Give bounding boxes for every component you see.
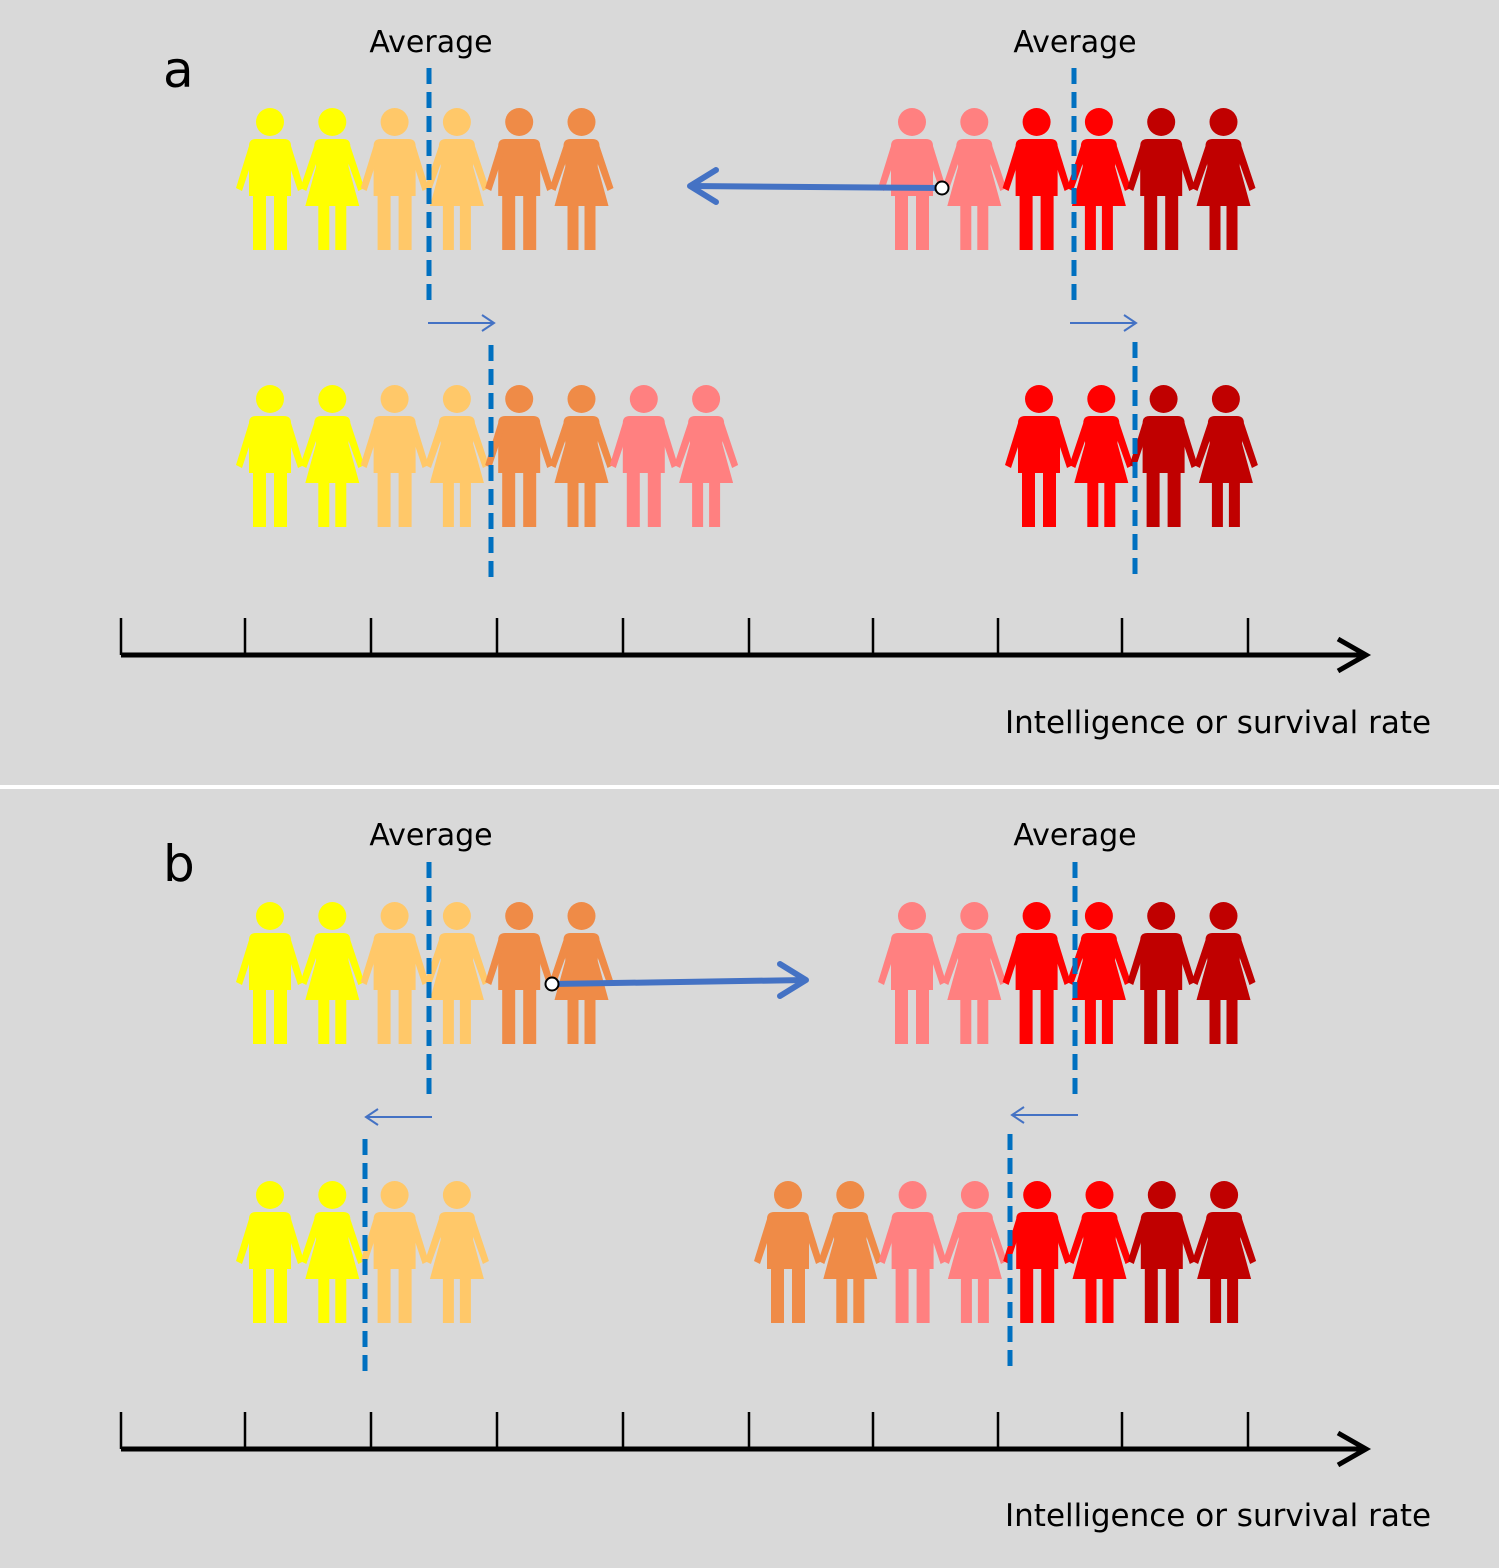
a-shift-arrow-right xyxy=(1070,314,1138,332)
b-top-right-person-3 xyxy=(1066,902,1131,1044)
b-bottom-left-person-2 xyxy=(360,1181,429,1323)
a-top-left-person-4 xyxy=(485,108,554,250)
a-axis xyxy=(119,618,1372,674)
panel-b-average-label-right: Average xyxy=(1013,818,1137,853)
a-bottom-left-person-7 xyxy=(674,385,739,527)
b-top-left-person-2 xyxy=(360,902,429,1044)
panel-b-axis-label: Intelligence or survival rate xyxy=(1005,1498,1432,1534)
a-top-left-person-3 xyxy=(424,108,489,250)
a-bottom-right-person-3 xyxy=(1193,385,1258,527)
b-bottom-right-person-5 xyxy=(1067,1181,1132,1323)
b-bottom-right-person-7 xyxy=(1192,1181,1257,1323)
b-top-left-person-1 xyxy=(300,902,365,1044)
a-bottom-left-person-6 xyxy=(609,385,678,527)
a-top-left-person-5 xyxy=(549,108,614,250)
b-bottom-right-person-2 xyxy=(878,1181,947,1323)
a-bottom-left-person-4 xyxy=(485,385,554,527)
b-bottom-right-person-4 xyxy=(1003,1181,1072,1323)
b-top-right-person-5 xyxy=(1191,902,1256,1044)
a-bottom-right-person-0 xyxy=(1005,385,1073,527)
a-top-right-person-5 xyxy=(1191,108,1256,250)
a-axis-arrowhead xyxy=(1336,636,1372,674)
b-top-right-person-1 xyxy=(942,902,1007,1044)
a-top-right-person-2 xyxy=(1002,108,1071,250)
b-bottom-right-person-0 xyxy=(754,1181,822,1323)
a-top-left-person-1 xyxy=(300,108,365,250)
panel-a-axis-label: Intelligence or survival rate xyxy=(1005,705,1432,741)
b-top-right-person-4 xyxy=(1127,902,1196,1044)
a-top-left-person-0 xyxy=(236,108,304,250)
b-top-left-person-3 xyxy=(424,902,489,1044)
a-top-right-person-1 xyxy=(942,108,1007,250)
b-bottom-right-person-6 xyxy=(1127,1181,1196,1323)
b-bottom-right-person-3 xyxy=(942,1181,1007,1323)
a-bottom-right-person-1 xyxy=(1069,385,1134,527)
a-top-right-person-3 xyxy=(1066,108,1131,250)
a-shift-arrow-left xyxy=(428,314,496,332)
b-migration-arrow xyxy=(544,961,809,999)
b-top-left-person-0 xyxy=(236,902,304,1044)
b-shift-arrow-right xyxy=(1010,1106,1078,1124)
a-migration-arrow xyxy=(687,167,950,205)
b-top-right-person-0 xyxy=(878,902,946,1044)
b-bottom-right-person-1 xyxy=(818,1181,883,1323)
panel-a: a Average Average Intelligence or surviv… xyxy=(0,0,1499,785)
b-bottom-left-person-0 xyxy=(236,1181,304,1323)
panel-a-letter: a xyxy=(163,41,194,99)
b-bottom-left-person-1 xyxy=(300,1181,365,1323)
a-bottom-left-person-3 xyxy=(424,385,489,527)
panel-a-graphic xyxy=(119,68,1372,674)
a-bottom-left-person-2 xyxy=(360,385,429,527)
a-top-right-person-0 xyxy=(878,108,946,250)
a-top-left-person-2 xyxy=(360,108,429,250)
b-bottom-left-person-3 xyxy=(424,1181,489,1323)
a-bottom-left-person-0 xyxy=(236,385,304,527)
a-bottom-left-person-5 xyxy=(549,385,614,527)
b-top-left-person-4 xyxy=(485,902,554,1044)
panel-b-letter: b xyxy=(163,835,195,893)
a-bottom-right-person-2 xyxy=(1129,385,1198,527)
panel-a-average-label-left: Average xyxy=(369,25,493,60)
b-shift-arrow-left xyxy=(364,1108,432,1126)
panel-a-average-label-right: Average xyxy=(1013,25,1137,60)
a-bottom-left-person-1 xyxy=(300,385,365,527)
panel-b-graphic xyxy=(119,862,1372,1468)
a-top-right-person-4 xyxy=(1127,108,1196,250)
b-top-right-person-2 xyxy=(1002,902,1071,1044)
b-top-left-person-5 xyxy=(549,902,614,1044)
panel-b: b Average Average Intelligence or surviv… xyxy=(0,789,1499,1568)
panel-b-average-label-left: Average xyxy=(369,818,493,853)
b-axis-arrowhead xyxy=(1336,1430,1372,1468)
b-axis xyxy=(119,1412,1372,1468)
